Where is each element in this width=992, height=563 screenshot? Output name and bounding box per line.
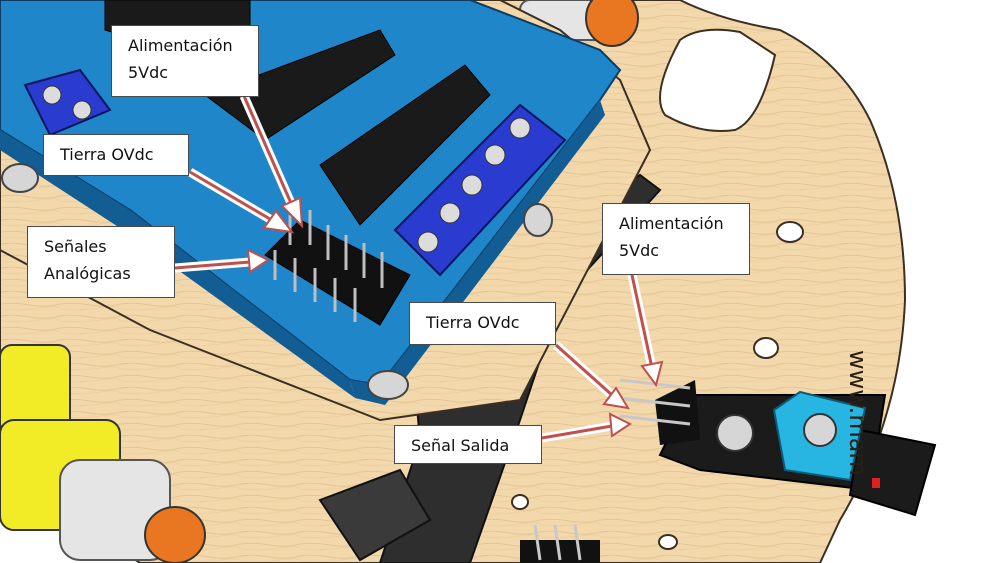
callout-power-sensor: Alimentación 5Vdc bbox=[602, 203, 750, 275]
analog-header-pins bbox=[264, 210, 411, 326]
callout-power-sensor-line2: 5Vdc bbox=[619, 241, 660, 260]
callout-ground-sensor: Tierra OVdc bbox=[409, 302, 556, 345]
callout-power-sensor-line1: Alimentación bbox=[619, 214, 724, 233]
callout-analog-signals: Señales Analógicas bbox=[27, 226, 175, 298]
standoff-screws bbox=[1, 163, 553, 400]
board-engraving: www.mam bbox=[844, 350, 872, 476]
callout-analog-signals-line2: Analógicas bbox=[44, 264, 131, 283]
callout-arrows bbox=[174, 94, 664, 443]
callout-signal-output-text: Señal Salida bbox=[411, 436, 510, 455]
line-sensor-module bbox=[619, 378, 937, 517]
callout-ground-shield-text: Tierra OVdc bbox=[60, 145, 154, 164]
callout-power-shield-line2: 5Vdc bbox=[128, 63, 169, 82]
callout-power-shield: Alimentación 5Vdc bbox=[111, 25, 259, 97]
bottom-header-pins bbox=[520, 524, 600, 563]
callout-ground-shield: Tierra OVdc bbox=[43, 134, 189, 176]
terminal-blocks bbox=[23, 68, 567, 277]
motor-left bbox=[0, 344, 206, 563]
callout-analog-signals-line1: Señales bbox=[44, 237, 107, 256]
callout-ground-sensor-text: Tierra OVdc bbox=[426, 313, 520, 332]
callout-signal-output: Señal Salida bbox=[394, 425, 542, 464]
callout-power-shield-line1: Alimentación bbox=[128, 36, 233, 55]
